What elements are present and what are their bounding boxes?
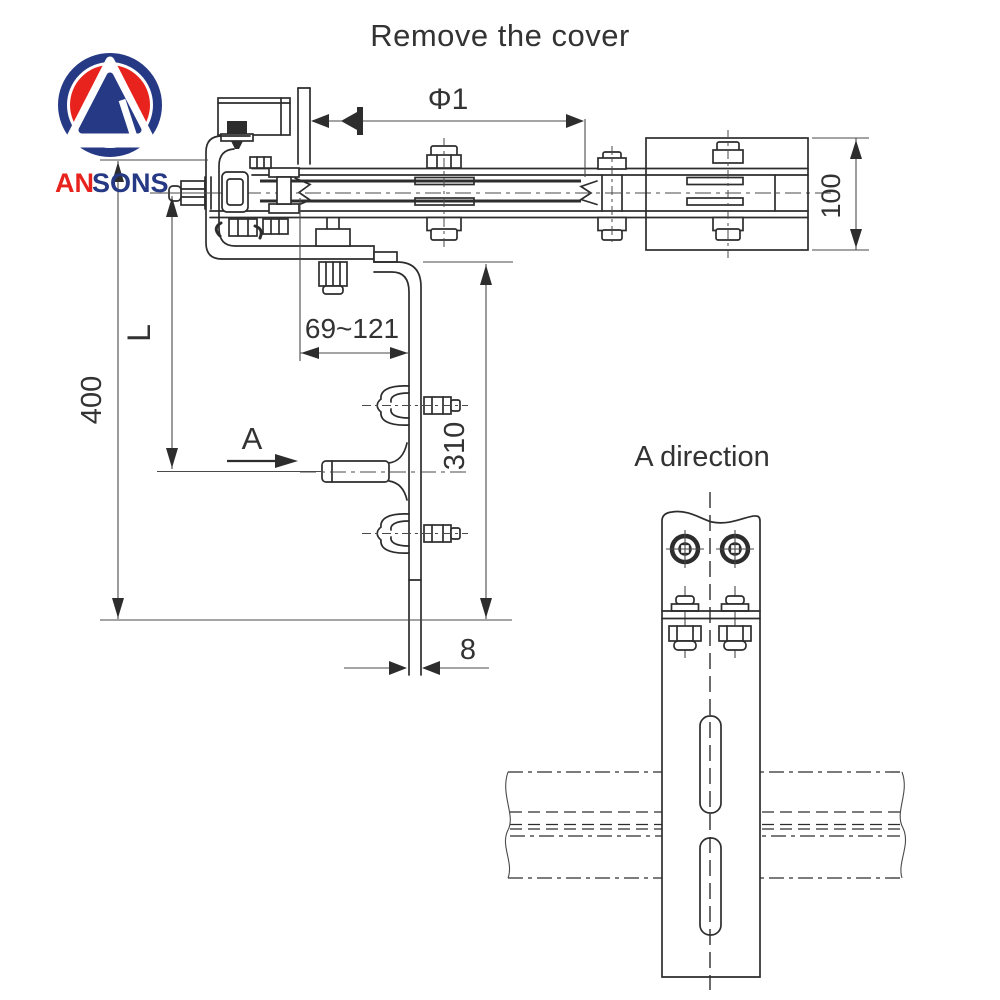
main-assembly-view: Φ1 100 400 L	[76, 83, 869, 676]
logo-text-sons: SONS	[92, 168, 169, 198]
rail-bolt-middle	[426, 138, 462, 248]
dimension-310: 310	[423, 261, 513, 619]
roller	[221, 171, 249, 213]
logo-text-an: AN	[55, 168, 94, 198]
dimension-L: L	[121, 192, 215, 473]
dimension-100: 100	[812, 137, 869, 251]
dimension-69-121: 69~121	[299, 198, 409, 361]
dim-310-label: 310	[439, 422, 471, 470]
dim-400-label: 400	[76, 376, 108, 424]
cotter-pin	[253, 224, 263, 240]
mounting-block	[645, 137, 809, 251]
dimension-phi1: Φ1	[311, 83, 586, 177]
page-title: Remove the cover	[370, 18, 630, 53]
a-direction-view: A direction	[504, 441, 907, 990]
plate-bolt-left	[666, 530, 704, 568]
dim-L-label: L	[121, 324, 157, 342]
wire-rod	[157, 442, 466, 501]
horizontal-rail	[209, 167, 835, 219]
dim-69-121-label: 69~121	[305, 313, 399, 344]
dimension-400: 400	[76, 159, 208, 619]
vertical-bar-outer	[373, 261, 422, 676]
rail-bolt-right	[597, 146, 627, 246]
suspension-bracket	[205, 135, 422, 676]
break-edge-left	[504, 771, 511, 879]
plate-flange	[661, 586, 761, 658]
dimension-8: 8	[344, 634, 489, 675]
view-arrow-A-label: A	[242, 421, 263, 456]
plate-bolt-right	[716, 530, 754, 568]
block-bolt	[712, 130, 744, 258]
set-screw	[341, 112, 357, 130]
cable-clamp-lower	[362, 513, 468, 554]
roller-spool	[268, 167, 300, 178]
ansons-logo: AN SONS	[55, 52, 169, 198]
a-direction-label: A direction	[634, 441, 769, 473]
trolley-clamp	[168, 87, 311, 240]
dim-100-label: 100	[816, 173, 846, 218]
logo-slash	[118, 98, 138, 139]
cable-clamp-upper	[362, 385, 468, 426]
vertical-bar-inner	[373, 271, 410, 676]
slotted-plate	[661, 492, 761, 990]
bar-tab	[373, 251, 398, 263]
view-arrow-A: A	[227, 421, 298, 468]
clamp-screw-head	[227, 121, 247, 134]
dim-phi1-label: Φ1	[428, 83, 469, 116]
break-edge-right	[899, 771, 907, 879]
strap-nut	[315, 228, 351, 247]
slot-upper	[699, 715, 722, 814]
dim-8-label: 8	[460, 634, 476, 666]
